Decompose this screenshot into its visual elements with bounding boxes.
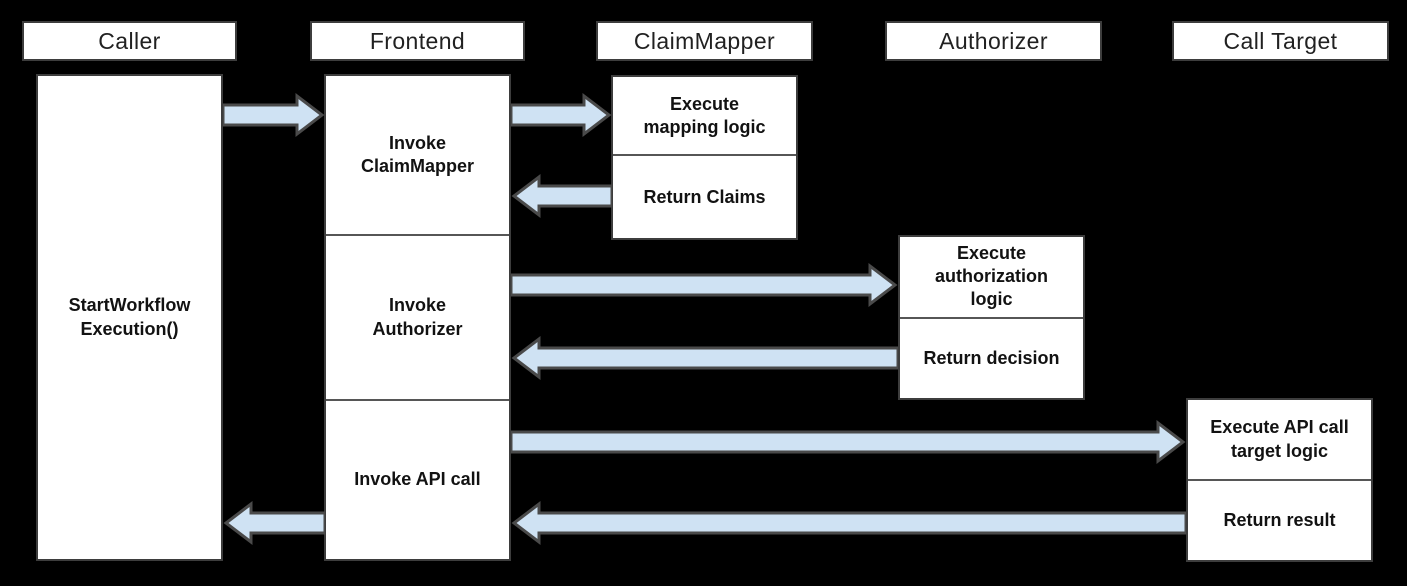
- activation-claimmapper: Execute mapping logic Return Claims: [611, 75, 798, 240]
- step-return-result: Return result: [1188, 479, 1371, 560]
- lifeline-label: Call Target: [1223, 27, 1338, 54]
- lifeline-header-frontend: Frontend: [310, 21, 525, 61]
- arrow-authorizer-to-frontend: [511, 336, 898, 380]
- activation-caller: StartWorkflow Execution(): [36, 74, 223, 561]
- step-start-workflow-execution: StartWorkflow Execution(): [68, 295, 191, 339]
- lifeline-label: Authorizer: [939, 27, 1048, 54]
- step-execute-authorization-logic: Execute authorization logic: [935, 243, 1048, 310]
- lifeline-header-caller: Caller: [22, 21, 237, 61]
- step-invoke-authorizer: Invoke Authorizer: [326, 234, 509, 398]
- activation-authorizer: Execute authorization logic Return decis…: [898, 235, 1085, 400]
- arrow-frontend-to-claimmapper: [511, 93, 612, 137]
- lifeline-label: Caller: [98, 27, 161, 54]
- activation-frontend: Invoke ClaimMapper Invoke Authorizer Inv…: [324, 74, 511, 561]
- arrow-calltarget-to-frontend: [511, 501, 1186, 545]
- lifeline-header-calltarget: Call Target: [1172, 21, 1389, 61]
- arrow-caller-to-frontend: [223, 93, 325, 137]
- arrow-frontend-to-authorizer: [511, 263, 898, 307]
- arrow-claimmapper-to-frontend: [511, 174, 612, 218]
- step-execute-api-call-target-logic: Execute API call target logic: [1210, 417, 1349, 461]
- arrow-frontend-to-caller: [223, 501, 325, 545]
- step-invoke-claimmapper: Invoke ClaimMapper: [360, 133, 475, 177]
- step-return-claims: Return Claims: [613, 154, 796, 238]
- step-execute-mapping-logic: Execute mapping logic: [643, 93, 766, 137]
- arrow-frontend-to-calltarget: [511, 420, 1186, 464]
- lifeline-header-claimmapper: ClaimMapper: [596, 21, 813, 61]
- lifeline-label: Frontend: [369, 27, 466, 54]
- lifeline-header-authorizer: Authorizer: [885, 21, 1102, 61]
- activation-calltarget: Execute API call target logic Return res…: [1186, 398, 1373, 562]
- step-return-decision: Return decision: [900, 316, 1083, 399]
- step-invoke-api-call: Invoke API call: [326, 398, 509, 559]
- lifeline-label: ClaimMapper: [633, 27, 776, 54]
